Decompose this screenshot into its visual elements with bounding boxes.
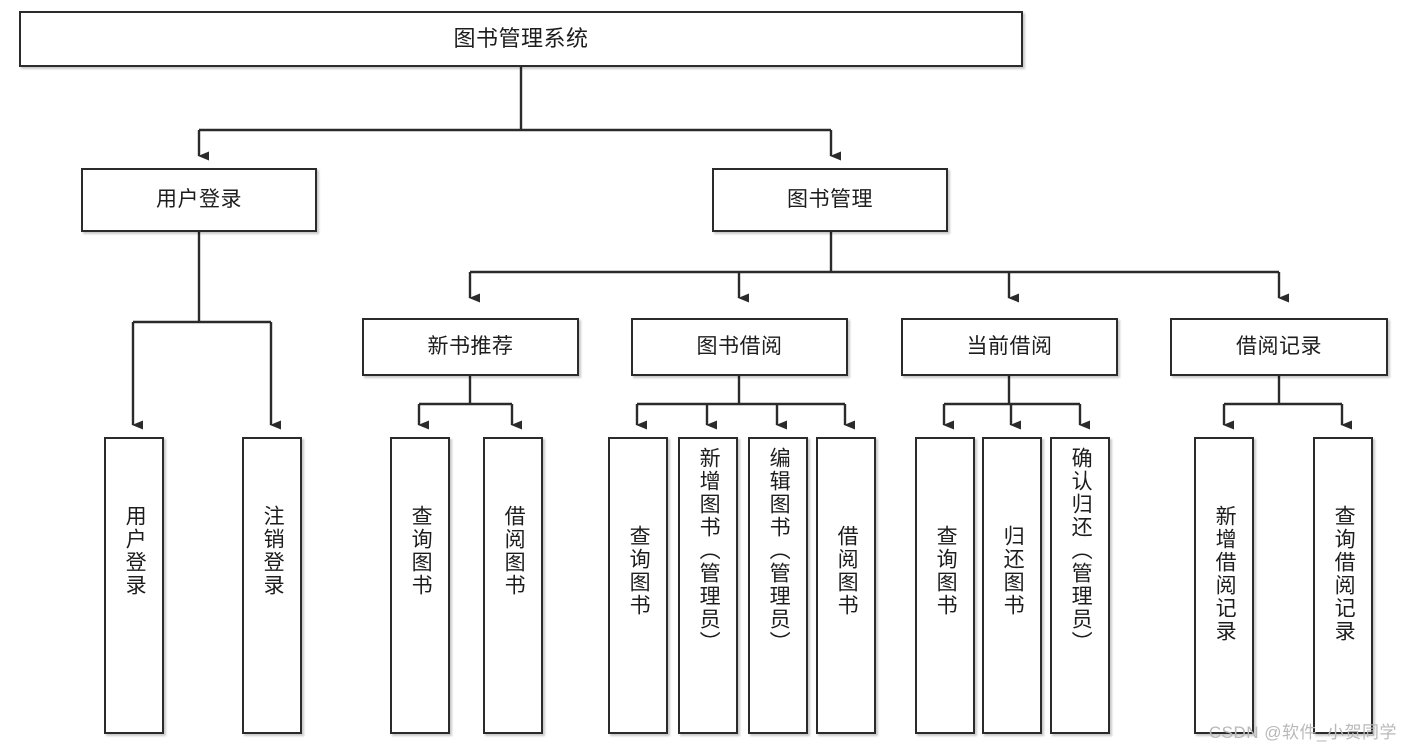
node-current-borrow[interactable]: 当前借阅 (901, 318, 1118, 376)
leaf-label: 新增图书（管理员） (697, 447, 721, 654)
leaf-label: 查询图书 (627, 525, 651, 617)
leaf-query-borrow-record[interactable]: 查询借阅记录 (1313, 437, 1373, 734)
leaf-label: 归还图书 (1001, 525, 1025, 617)
leaf-edit-book[interactable]: 编辑图书（管理员） (748, 437, 808, 734)
node-label: 借阅记录 (1236, 335, 1322, 359)
leaf-label: 查询图书 (409, 505, 433, 597)
node-borrow-record[interactable]: 借阅记录 (1170, 318, 1388, 376)
node-label: 当前借阅 (966, 335, 1053, 359)
node-new-book-recommend[interactable]: 新书推荐 (362, 318, 579, 376)
leaf-label: 借阅图书 (835, 525, 859, 617)
leaf-label: 确认归还（管理员） (1069, 447, 1093, 654)
leaf-query-book-recommend[interactable]: 查询图书 (390, 437, 450, 734)
leaf-add-book[interactable]: 新增图书（管理员） (678, 437, 738, 734)
leaf-label: 注销登录 (261, 505, 285, 597)
leaf-logout-login[interactable]: 注销登录 (242, 437, 302, 734)
node-book-borrow[interactable]: 图书借阅 (631, 318, 848, 376)
leaf-label: 用户登录 (123, 505, 147, 597)
node-label: 用户登录 (156, 188, 242, 212)
watermark-text: CSDN @软件_小贺同学 (1208, 723, 1397, 742)
leaf-user-login[interactable]: 用户登录 (104, 437, 164, 734)
leaf-query-book-borrow[interactable]: 查询图书 (608, 437, 668, 734)
node-book-management[interactable]: 图书管理 (712, 168, 948, 232)
leaf-borrow-book[interactable]: 借阅图书 (816, 437, 876, 734)
node-user-login[interactable]: 用户登录 (81, 168, 317, 232)
leaf-add-borrow-record[interactable]: 新增借阅记录 (1194, 437, 1254, 734)
leaf-label: 编辑图书（管理员） (767, 447, 791, 654)
leaf-label: 查询图书 (934, 525, 958, 617)
node-label: 新书推荐 (427, 335, 514, 359)
leaf-label: 新增借阅记录 (1213, 505, 1237, 643)
leaf-label: 借阅图书 (502, 505, 526, 597)
leaf-return-book[interactable]: 归还图书 (982, 437, 1042, 734)
node-book-management-system[interactable]: 图书管理系统 (19, 11, 1023, 67)
leaf-query-book-current[interactable]: 查询图书 (915, 437, 975, 734)
node-label: 图书管理 (787, 188, 873, 212)
leaf-confirm-return[interactable]: 确认归还（管理员） (1050, 437, 1110, 734)
node-label: 图书借阅 (696, 335, 783, 359)
leaf-label: 查询借阅记录 (1332, 505, 1356, 643)
node-label: 图书管理系统 (453, 25, 589, 51)
leaf-borrow-book-recommend[interactable]: 借阅图书 (483, 437, 543, 734)
